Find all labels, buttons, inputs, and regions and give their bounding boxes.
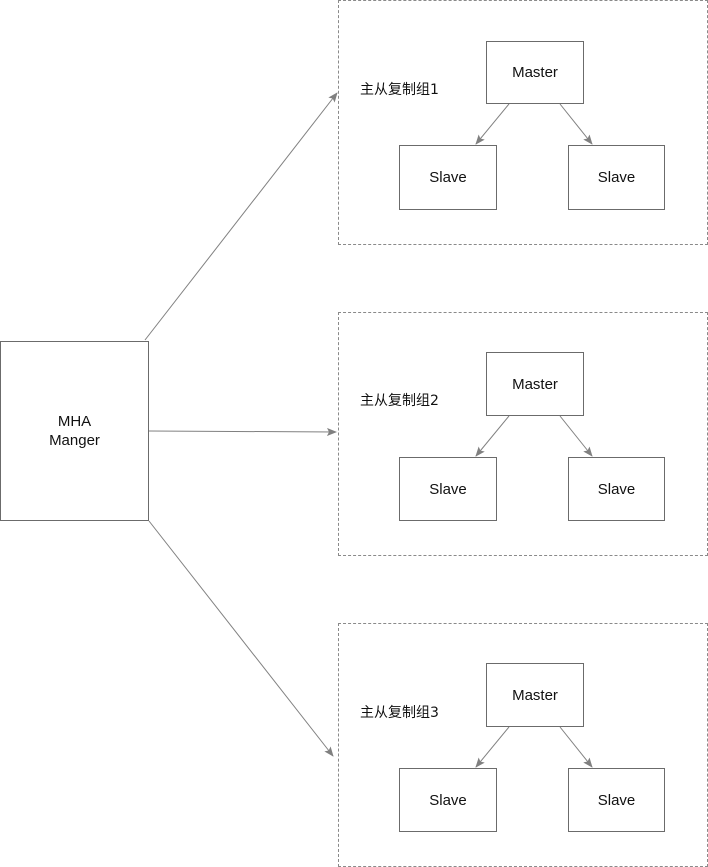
mha-manager-label-line-1: MHA [57, 413, 92, 430]
mha-manager-label-line-2: Manger [49, 432, 100, 449]
edge-manager-to-group-3 [148, 520, 334, 757]
edge-group-2-master-to-slave-left [475, 415, 510, 457]
edge-group-3-master-to-slave-right [559, 726, 593, 768]
group-2-slave-left-node[interactable]: Slave [399, 457, 497, 521]
replication-group-3-label: 主从复制组3 [360, 705, 439, 721]
group-3-slave-right-node[interactable]: Slave [568, 768, 665, 832]
group-1-slave-right-node[interactable]: Slave [568, 145, 665, 210]
edge-manager-to-group-1 [144, 92, 338, 341]
replication-group-2-label: 主从复制组2 [360, 393, 439, 409]
group-3-master-node[interactable]: Master [486, 663, 584, 727]
group-2-slave-right-node[interactable]: Slave [568, 457, 665, 521]
edge-group-1-master-to-slave-right [559, 103, 593, 145]
edge-group-1-master-to-slave-left [475, 103, 510, 145]
replication-group-1-label: 主从复制组1 [360, 82, 439, 98]
edge-group-2-master-to-slave-right [559, 415, 593, 457]
group-3-slave-left-node[interactable]: Slave [399, 768, 497, 832]
edge-group-3-master-to-slave-left [475, 726, 510, 768]
group-1-master-node[interactable]: Master [486, 41, 584, 104]
group-2-master-node[interactable]: Master [486, 352, 584, 416]
group-1-slave-left-node[interactable]: Slave [399, 145, 497, 210]
edge-manager-to-group-2 [148, 427, 337, 436]
mha-manager-node[interactable]: MHA Manger [0, 341, 149, 521]
